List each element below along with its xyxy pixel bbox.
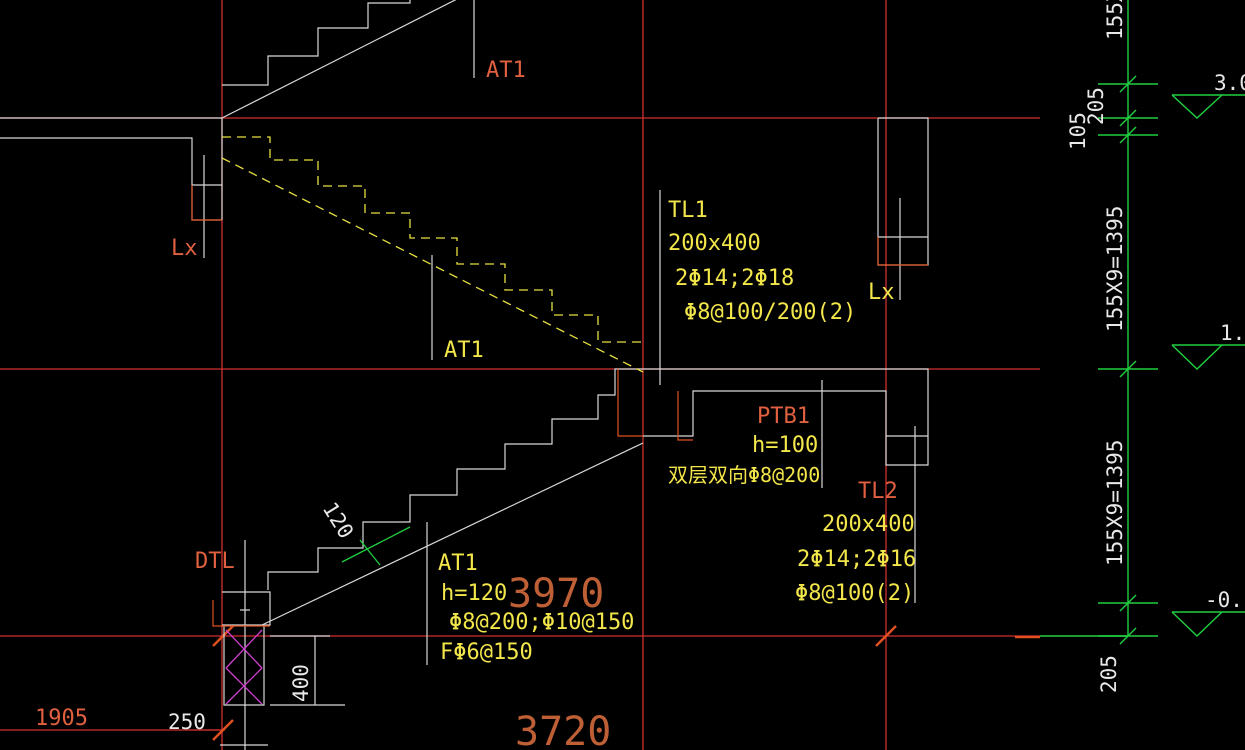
ptb1-h: h=100 [752,433,818,458]
at1-bottom-rebar1: Φ8@200;Φ10@150 [449,610,634,635]
vertical-dimension-chain [1040,0,1158,645]
thickness-dimension [341,526,411,566]
tl1-name: TL1 [668,198,708,223]
ptb1-name: PTB1 [757,404,810,429]
stair-structure [0,0,929,750]
label-dtl: DTL [195,549,235,574]
height-dimension-400 [270,635,345,706]
ptb1-rebar: 双层双向Φ8@200 [668,463,820,487]
dim-3720: 3720 [515,709,611,750]
elevation-bottom: -0. [1205,588,1243,612]
tl1-size: 200x400 [668,231,761,256]
tl2-stirrup: Φ8@100(2) [795,581,914,606]
label-lx-left: Lx [171,236,198,261]
dim-flight-lower: 155X9=1395 [1103,440,1127,566]
elevation-markers [1171,94,1245,637]
dim-1905: 1905 [35,706,88,731]
tl1-stirrup: Φ8@100/200(2) [684,300,856,325]
dim-top-partial: 155X [1103,0,1127,40]
dtl-beam [222,591,271,626]
tl2-name: TL2 [858,479,898,504]
lower-flight-steps [267,368,643,590]
dim-250: 250 [168,710,206,734]
elevation-top: 3.0 [1214,71,1245,95]
dim-105: 105 [1066,112,1090,150]
dim-120: 120 [318,498,358,543]
hidden-stair-flight [221,136,644,373]
label-at1-mid: AT1 [444,338,484,363]
axis-tick-marks [212,625,1040,741]
tl2-bars: 2Φ14;2Φ16 [797,547,916,572]
elevation-middle: 1.5 [1220,321,1245,345]
footing-hatch [225,629,263,705]
tl1-bars: 2Φ14;2Φ18 [675,266,794,291]
dim-flight-upper: 155X9=1395 [1103,206,1127,332]
label-at1-top: AT1 [486,58,526,83]
at1-bottom-h: h=120 [441,581,507,606]
middle-landing-slab [643,368,929,466]
dim-3970: 3970 [508,571,604,617]
upper-flight-steps [222,0,411,86]
lower-flight-soffit [261,442,644,626]
at1-bottom-name: AT1 [438,551,478,576]
dim-205-bottom: 205 [1097,655,1121,693]
tl2-size: 200x400 [822,512,915,537]
section-marks [191,185,928,627]
at1-bottom-rebar2: FΦ6@150 [440,640,533,665]
dim-205-top: 205 [1084,87,1108,125]
upper-flight-soffit [221,0,457,119]
label-lx-right: Lx [868,280,895,305]
dim-400: 400 [289,664,313,702]
